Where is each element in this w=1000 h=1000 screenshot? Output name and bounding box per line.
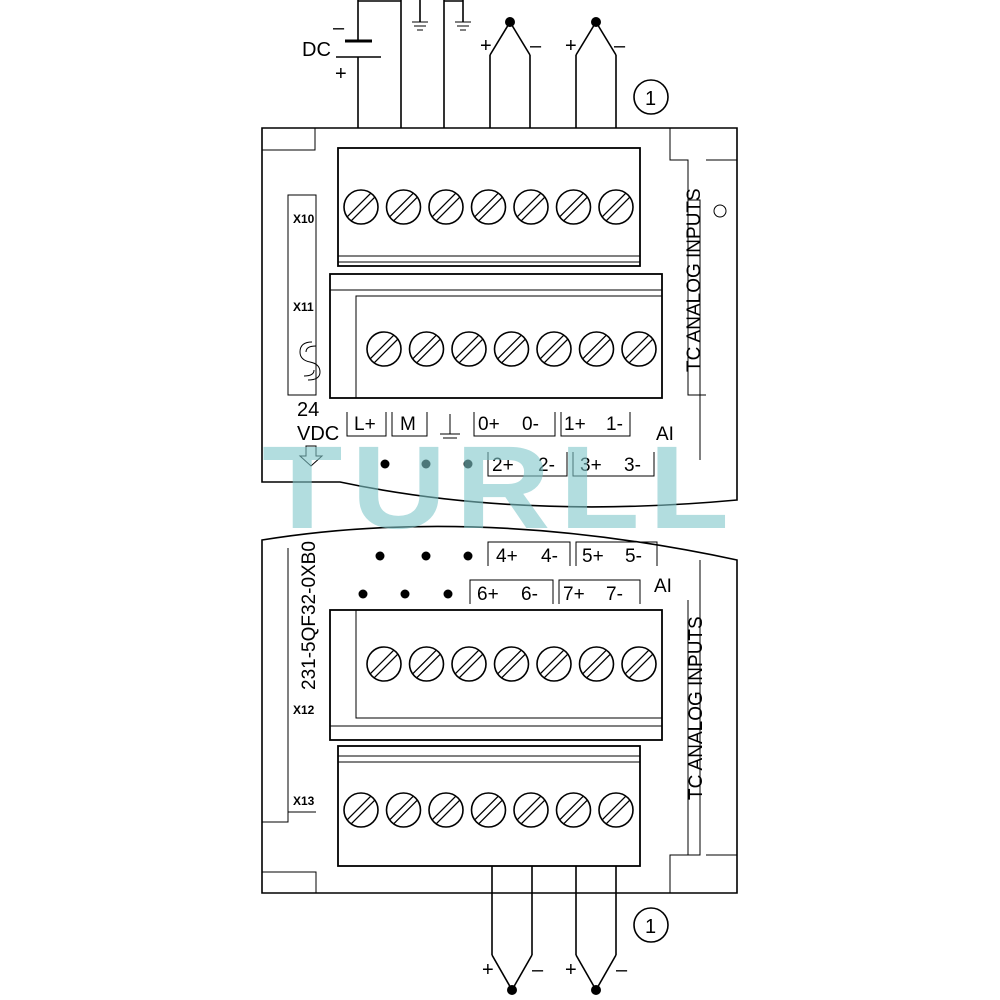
screw-terminal-icon [555, 189, 592, 225]
dc-plus-sign: + [335, 63, 347, 85]
ai-label-top: AI [656, 424, 674, 445]
tc1-minus-sign: – [614, 35, 626, 57]
terminal-label-6-plus: 6+ [477, 584, 499, 605]
x11-label: X11 [293, 300, 314, 314]
screw-terminal-icon [343, 792, 379, 828]
manufacturer-logo-icon [299, 341, 321, 381]
x13-screws [343, 792, 634, 828]
terminal-label-2-plus: 2+ [492, 455, 514, 476]
screw-terminal-icon [555, 792, 592, 828]
terminal-label-row-bottom-1 [375, 541, 658, 566]
callout-1-top: 1 [645, 88, 656, 110]
dc-label: DC [302, 39, 331, 61]
terminal-label-5-plus: 5+ [582, 546, 604, 567]
tc-bottom-b-plus-sign: + [565, 959, 577, 981]
screw-terminal-icon [428, 792, 464, 828]
screw-terminal-icon [366, 331, 402, 367]
screw-terminal-icon [621, 646, 657, 682]
thermocouple-icon [491, 866, 533, 995]
terminal-label-3-minus: 3- [624, 455, 641, 476]
screw-terminal-icon [578, 331, 615, 367]
terminal-label-4-minus: 4- [541, 546, 558, 567]
terminal-label-row-top-1 [346, 412, 631, 439]
ai-label-bottom: AI [654, 576, 672, 597]
terminal-label-0-minus: 0- [522, 414, 539, 435]
tc-bottom-a-plus-sign: + [482, 959, 494, 981]
x12-screws [366, 646, 657, 682]
callout-circle [633, 907, 669, 943]
screw-terminal-icon [621, 331, 657, 367]
tc-bottom-b-minus-sign: – [616, 959, 628, 981]
screw-terminal-icon [385, 792, 422, 828]
terminal-label-l-plus: L+ [354, 414, 376, 435]
screw-terminal-icon [428, 189, 464, 225]
module-title-top: TC ANALOG INPUTS [684, 188, 705, 372]
screw-terminal-icon [408, 646, 445, 682]
callout-1-bottom: 1 [645, 916, 656, 938]
arrow-down-icon [298, 445, 324, 467]
terminal-label-1-minus: 1- [606, 414, 623, 435]
screw-terminal-icon [513, 792, 549, 828]
screw-terminal-icon [536, 646, 572, 682]
module-top-half: X10 X11 TC ANALOG INPUTS 24 VDC L+ M 0+ … [261, 127, 738, 508]
screw-terminal-icon [493, 331, 530, 367]
screw-terminal-icon [513, 189, 549, 225]
ground-icon [412, 0, 428, 31]
ground-icon [455, 0, 471, 31]
terminal-label-3-plus: 3+ [580, 455, 602, 476]
terminal-label-m: M [400, 414, 416, 435]
terminal-label-row-bottom-2 [358, 579, 641, 604]
module-title-bottom: TC ANALOG INPUTS [686, 616, 707, 800]
screw-terminal-icon [598, 189, 634, 225]
terminal-label-4-plus: 4+ [496, 546, 518, 567]
x12-label: X12 [293, 703, 315, 717]
terminal-label-6-minus: 6- [521, 584, 538, 605]
tc0-plus-sign: + [480, 35, 492, 57]
terminal-label-5-minus: 5- [625, 546, 642, 567]
screw-terminal-icon [385, 189, 422, 225]
tc0-minus-sign: – [530, 35, 542, 57]
screw-terminal-icon [493, 646, 530, 682]
screw-terminal-icon [451, 331, 487, 367]
terminal-label-1-plus: 1+ [564, 414, 586, 435]
top-wiring: DC – + + – [302, 0, 669, 148]
screw-terminal-icon [451, 646, 487, 682]
screw-terminal-icon [536, 331, 572, 367]
x10-label: X10 [293, 212, 315, 226]
supply-label-vdc: VDC [297, 423, 339, 445]
bottom-wiring: + – + – 1 [482, 866, 669, 995]
supply-label-24: 24 [297, 399, 319, 421]
dc-minus-sign: – [333, 17, 345, 39]
screw-terminal-icon [470, 189, 507, 225]
terminal-label-2-minus: 2- [538, 455, 555, 476]
terminal-label-0-plus: 0+ [478, 414, 500, 435]
x11-screws [366, 331, 657, 367]
terminal-label-row-top-2 [380, 452, 655, 477]
screw-terminal-icon [408, 331, 445, 367]
screw-terminal-icon [598, 792, 634, 828]
part-number: 231-5QF32-0XB0 [299, 541, 320, 690]
callout-circle [633, 79, 669, 115]
screw-terminal-icon [470, 792, 507, 828]
screw-terminal-icon [343, 189, 379, 225]
x13-label: X13 [293, 794, 315, 808]
module-bottom-half: 4+ 4- 5+ 5- 6+ 6- 7+ 7- AI X12 X13 231-5… [261, 525, 738, 894]
screw-terminal-icon [366, 646, 402, 682]
tc-bottom-a-minus-sign: – [532, 959, 544, 981]
thermocouple-icon [575, 866, 617, 995]
terminal-label-7-plus: 7+ [563, 584, 585, 605]
x10-screws [343, 189, 634, 225]
screw-terminal-icon [578, 646, 615, 682]
terminal-label-7-minus: 7- [606, 584, 623, 605]
watermark-text: TURLL [262, 422, 738, 554]
tc1-plus-sign: + [565, 35, 577, 57]
